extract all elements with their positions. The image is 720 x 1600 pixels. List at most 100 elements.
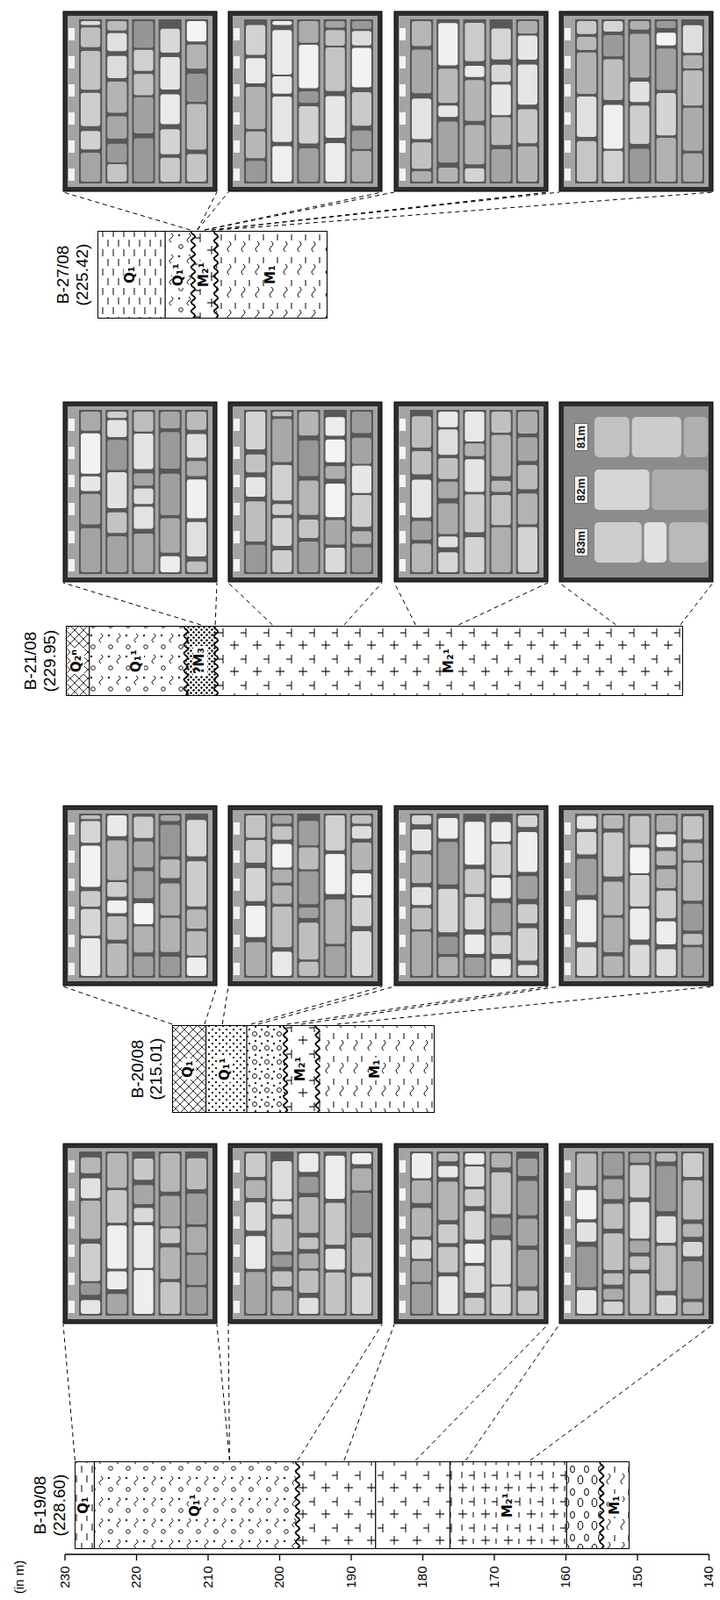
core-piece bbox=[576, 1223, 597, 1243]
box-tag bbox=[564, 822, 571, 836]
unit-label: Q₁¹ bbox=[172, 261, 187, 288]
core-box bbox=[232, 15, 378, 188]
core-piece bbox=[325, 900, 346, 945]
core-piece bbox=[683, 863, 703, 901]
core-piece bbox=[491, 116, 512, 145]
photo-frame bbox=[63, 11, 217, 192]
core-trough bbox=[79, 813, 102, 979]
unit-label: Q₁ bbox=[181, 1058, 196, 1080]
leader-line bbox=[197, 192, 217, 231]
core-piece bbox=[576, 832, 597, 855]
core-piece bbox=[491, 84, 512, 116]
box-tag bbox=[399, 475, 406, 488]
core-piece bbox=[632, 417, 682, 458]
core-piece bbox=[133, 50, 153, 72]
core-piece bbox=[107, 115, 127, 139]
core-trough bbox=[105, 19, 129, 184]
core-piece bbox=[352, 873, 372, 896]
core-piece bbox=[298, 1253, 318, 1269]
core-piece bbox=[187, 1227, 207, 1253]
core-piece bbox=[298, 541, 318, 573]
core-piece bbox=[245, 86, 266, 130]
depth-tag: 83m bbox=[574, 528, 589, 557]
core-piece bbox=[245, 840, 266, 864]
core-piece bbox=[438, 482, 458, 499]
tick-label: 220 bbox=[129, 1566, 144, 1589]
core-piece bbox=[298, 962, 318, 977]
core-piece bbox=[298, 871, 318, 906]
core-piece bbox=[438, 536, 458, 548]
core-piece bbox=[107, 536, 127, 573]
lithology-fill bbox=[216, 230, 328, 319]
core-piece bbox=[656, 93, 677, 136]
core-piece bbox=[518, 928, 538, 961]
photo-frame bbox=[394, 402, 548, 583]
core-trough bbox=[350, 813, 374, 979]
core-piece bbox=[656, 891, 677, 919]
core-piece bbox=[325, 439, 346, 463]
depth-tag: 81m bbox=[574, 423, 589, 452]
core-piece bbox=[133, 533, 153, 573]
core-piece bbox=[107, 815, 127, 837]
core-piece bbox=[352, 30, 372, 45]
box-tag bbox=[68, 822, 75, 836]
tick-label: 150 bbox=[630, 1566, 646, 1589]
core-piece bbox=[187, 561, 207, 573]
core-piece bbox=[272, 504, 292, 516]
core-box bbox=[563, 15, 709, 188]
core-box bbox=[232, 1148, 378, 1320]
core-piece bbox=[80, 845, 101, 887]
core-piece bbox=[629, 1202, 649, 1239]
core-piece bbox=[683, 1261, 703, 1300]
core-piece bbox=[245, 1236, 266, 1269]
core-trough bbox=[131, 19, 155, 184]
core-piece bbox=[438, 105, 458, 117]
core-piece bbox=[629, 1241, 649, 1254]
core-piece bbox=[683, 153, 703, 182]
tick-label: 140 bbox=[701, 1566, 717, 1589]
core-piece bbox=[438, 957, 458, 977]
core-piece bbox=[80, 1179, 101, 1200]
core-piece bbox=[603, 59, 623, 101]
box-tag bbox=[68, 850, 75, 864]
box-tag bbox=[233, 907, 240, 920]
unit-label: M₂¹ bbox=[442, 647, 457, 676]
core-piece bbox=[272, 145, 292, 182]
core-piece bbox=[272, 550, 292, 573]
photo-frame bbox=[63, 806, 217, 987]
core-piece bbox=[603, 1233, 623, 1271]
core-piece bbox=[187, 1288, 207, 1315]
core-piece bbox=[438, 1247, 458, 1274]
leader-line bbox=[530, 1324, 713, 1462]
core-piece bbox=[629, 81, 649, 102]
core-piece bbox=[652, 469, 708, 511]
core-piece bbox=[683, 108, 703, 152]
core-trough bbox=[655, 1152, 678, 1317]
core-piece bbox=[518, 832, 538, 873]
photo-frame bbox=[228, 11, 382, 192]
core-trough bbox=[350, 19, 374, 184]
core-piece bbox=[411, 1284, 432, 1315]
core-piece bbox=[411, 543, 432, 573]
core-piece bbox=[438, 1181, 458, 1221]
core-piece bbox=[491, 1173, 512, 1216]
core-trough bbox=[575, 813, 598, 979]
axis-tick bbox=[350, 1555, 352, 1562]
tick-label: 160 bbox=[558, 1566, 574, 1589]
box-tag bbox=[233, 56, 240, 69]
box-tag bbox=[564, 112, 571, 125]
core-piece bbox=[80, 821, 101, 844]
photo-frame bbox=[559, 11, 713, 192]
core-piece bbox=[107, 1190, 127, 1224]
box-tag bbox=[68, 1188, 75, 1202]
core-piece bbox=[491, 843, 512, 875]
core-piece bbox=[133, 97, 153, 134]
core-piece bbox=[160, 432, 180, 469]
axis-tick bbox=[636, 1555, 638, 1562]
core-trough bbox=[131, 410, 155, 575]
core-trough bbox=[105, 410, 129, 575]
core-piece bbox=[438, 842, 458, 885]
unit-boundary bbox=[205, 1025, 207, 1114]
core-piece bbox=[491, 481, 512, 493]
